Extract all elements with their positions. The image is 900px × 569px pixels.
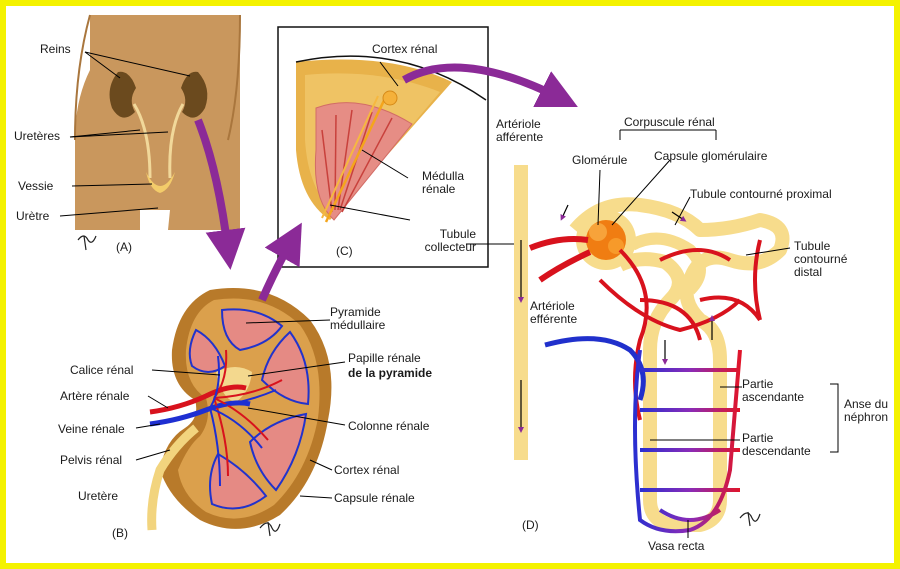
label-tcp: Tubule contourné proximal [690, 188, 832, 201]
label-partie-ascendante: Partie ascendante [742, 378, 822, 404]
label-cortex-c: Cortex rénal [372, 43, 437, 56]
panel-c-tag: (C) [336, 244, 353, 258]
label-vessie: Vessie [18, 180, 53, 193]
label-anse: Anse du néphron [844, 398, 896, 424]
label-arteriole-afferente: Artériole afférente [496, 118, 558, 144]
label-ureteres: Uretères [14, 130, 60, 143]
panel-b-tag: (B) [112, 526, 128, 540]
label-capsule-glomerulaire: Capsule glomérulaire [654, 150, 767, 163]
label-corpuscule: Corpuscule rénal [624, 116, 715, 129]
label-glomerule: Glomérule [572, 154, 627, 167]
label-papille: Papille rénale [348, 352, 421, 365]
label-partie-descendante: Partie descendante [742, 432, 826, 458]
label-cortex-b: Cortex rénal [334, 464, 399, 477]
label-calice: Calice rénal [70, 364, 133, 377]
label-vasa-recta: Vasa recta [648, 540, 704, 553]
label-artere-renale: Artère rénale [60, 390, 129, 403]
label-tubule-collecteur: Tubule collecteur [412, 228, 476, 254]
label-capsule-renale: Capsule rénale [334, 492, 415, 505]
panel-c-box [278, 27, 520, 267]
label-papille-2: de la pyramide [348, 367, 432, 380]
label-medulla: Médulla rénale [422, 170, 482, 196]
label-pelvis: Pelvis rénal [60, 454, 122, 467]
label-tcd: Tubule contourné distal [794, 240, 864, 279]
label-colonne: Colonne rénale [348, 420, 429, 433]
panel-d-tag: (D) [522, 518, 539, 532]
label-reins: Reins [40, 43, 71, 56]
label-arteriole-efferente: Artériole efférente [530, 300, 594, 326]
label-veine-renale: Veine rénale [58, 423, 125, 436]
label-uretre: Urètre [16, 210, 49, 223]
label-pyramide: Pyramide médullaire [330, 306, 406, 332]
panel-a-tag: (A) [116, 240, 132, 254]
label-uretere: Uretère [78, 490, 118, 503]
